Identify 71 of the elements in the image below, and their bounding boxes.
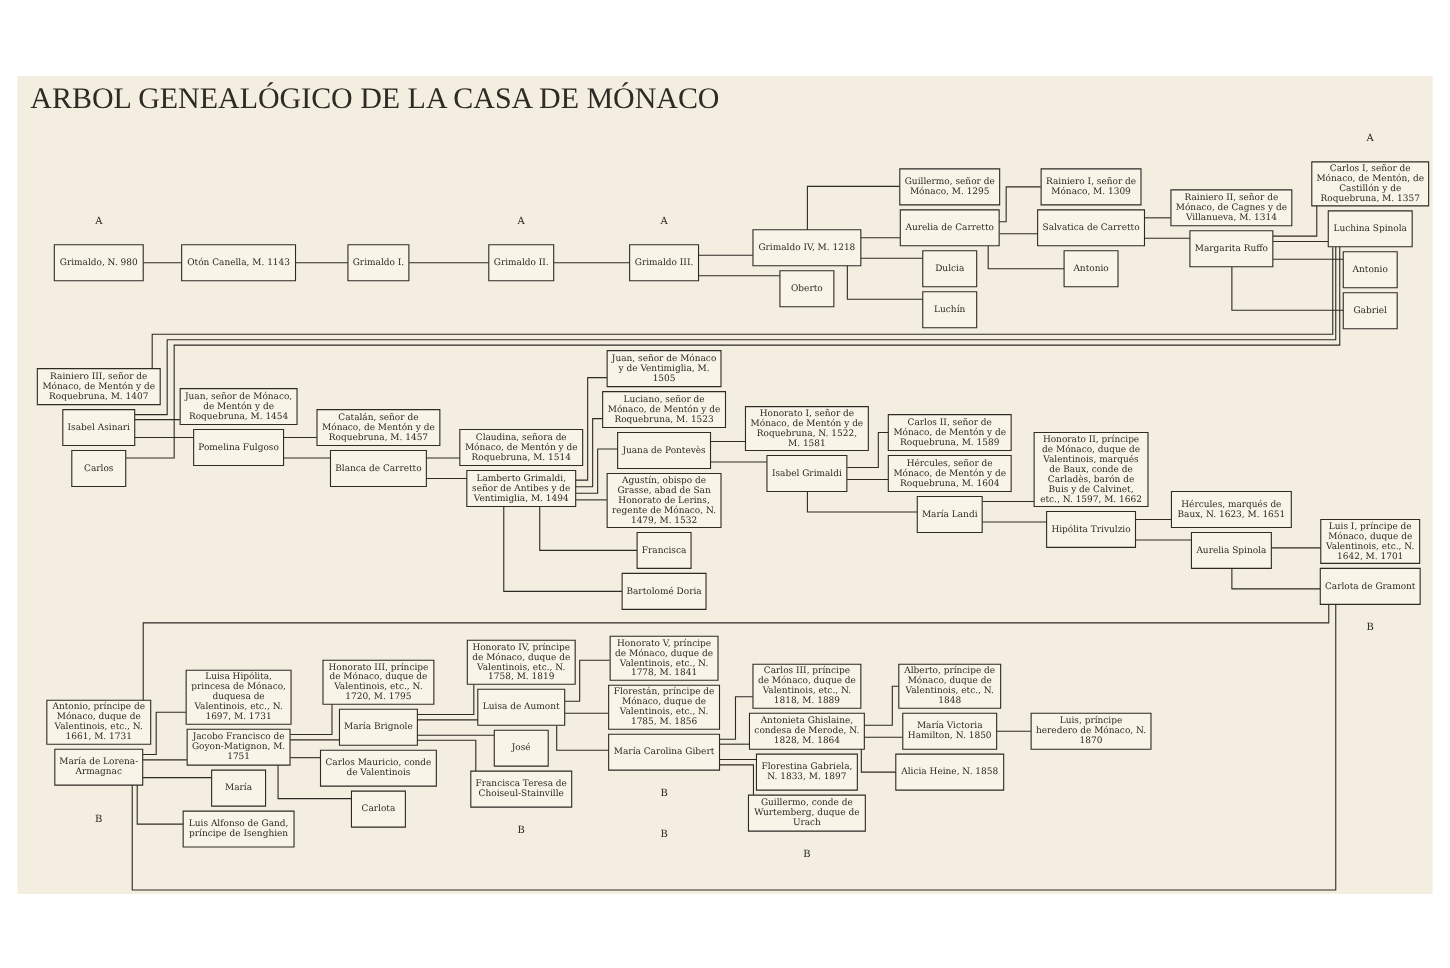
connector xyxy=(710,440,746,442)
connector xyxy=(846,431,889,468)
connector xyxy=(1143,236,1191,238)
connector xyxy=(283,456,331,458)
connector xyxy=(1272,257,1344,259)
connector xyxy=(864,735,903,737)
connector xyxy=(142,758,188,760)
connector xyxy=(134,436,194,438)
connector xyxy=(416,733,495,735)
connector xyxy=(981,499,1035,502)
connector xyxy=(996,729,1032,731)
connector xyxy=(719,757,757,760)
connector xyxy=(987,244,1065,269)
connector xyxy=(719,763,754,795)
connector xyxy=(134,418,181,420)
connector xyxy=(416,738,477,771)
connector xyxy=(125,245,1341,458)
connector xyxy=(1272,204,1318,236)
connector xyxy=(425,456,461,458)
connector xyxy=(289,738,340,740)
connector xyxy=(719,742,750,744)
connector xyxy=(719,695,754,739)
connector xyxy=(1135,538,1192,540)
connector xyxy=(564,711,610,713)
connector xyxy=(998,185,1042,222)
connector xyxy=(575,417,604,487)
connector xyxy=(846,477,889,480)
connector xyxy=(131,602,1337,890)
connector xyxy=(981,520,1047,522)
connector xyxy=(806,490,918,512)
connector xyxy=(860,256,923,258)
connector xyxy=(556,724,610,750)
connector xyxy=(151,245,1334,369)
connector xyxy=(142,776,212,778)
connector xyxy=(134,245,1337,415)
connector xyxy=(283,436,318,438)
connector xyxy=(575,376,608,480)
connector xyxy=(289,756,321,758)
connector xyxy=(710,460,768,462)
connector xyxy=(999,232,1038,234)
connector xyxy=(142,710,187,755)
connector xyxy=(575,498,608,500)
connector xyxy=(698,274,781,276)
connector xyxy=(1135,517,1172,519)
connector xyxy=(1271,546,1322,548)
connector xyxy=(277,763,352,799)
connector xyxy=(425,476,468,479)
connector xyxy=(1231,265,1344,310)
connector xyxy=(503,505,623,591)
diagram-title: ARBOL GENEALÓGICO DE LA CASA DE MÓNACO xyxy=(30,82,720,115)
connector xyxy=(863,684,899,725)
connector xyxy=(539,505,638,550)
connector xyxy=(408,261,490,263)
connector xyxy=(289,702,333,735)
connector xyxy=(860,747,897,772)
connector xyxy=(698,253,754,255)
connector xyxy=(860,236,901,238)
connector xyxy=(553,261,630,263)
connector xyxy=(136,783,184,824)
connector xyxy=(846,264,924,299)
connector xyxy=(295,261,349,263)
connector xyxy=(575,447,619,493)
connector xyxy=(1272,239,1329,241)
connector xyxy=(416,682,475,715)
connector xyxy=(416,718,479,720)
connector xyxy=(1231,567,1321,589)
connector xyxy=(1143,216,1172,218)
connector xyxy=(142,261,183,263)
connector xyxy=(564,658,611,701)
connector xyxy=(142,603,1330,700)
connector xyxy=(806,184,901,230)
